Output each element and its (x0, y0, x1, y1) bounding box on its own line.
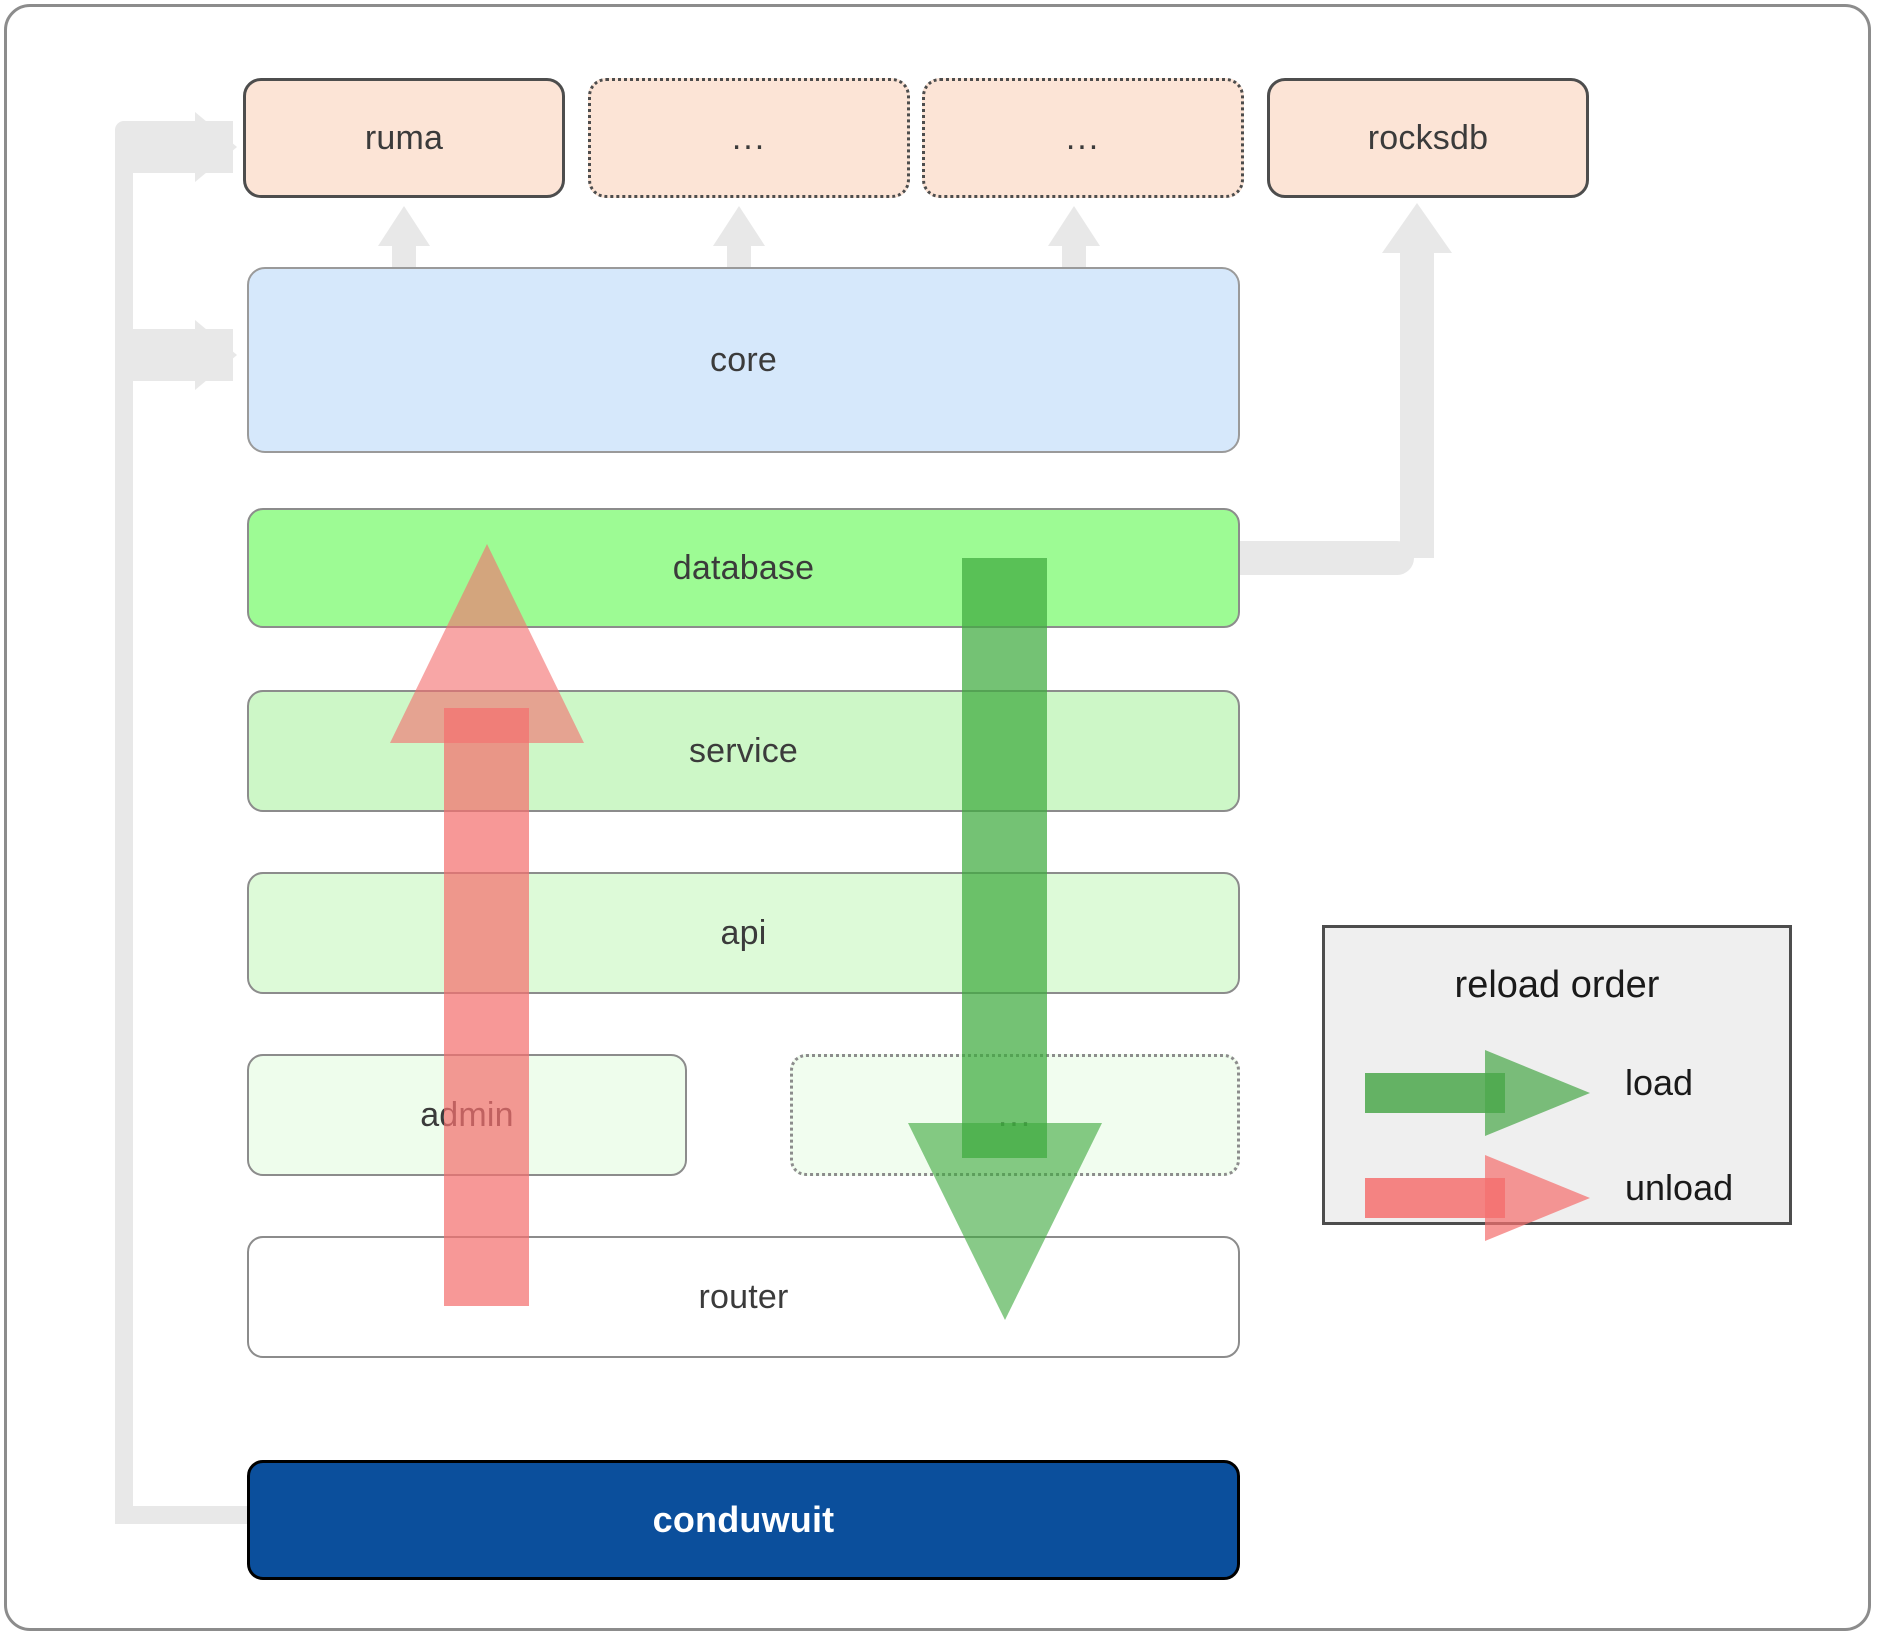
legend-row-load: load (1325, 1048, 1789, 1138)
node-dep-ellipsis-2-label: ... (1065, 118, 1101, 157)
node-dep-ellipsis-1-label: ... (731, 118, 767, 157)
node-service-label: service (688, 731, 799, 770)
node-database-label: database (672, 548, 815, 587)
node-ruma-label: ruma (364, 118, 444, 157)
load-legend-icon (1365, 1048, 1595, 1143)
load-arrow (900, 558, 1110, 1333)
connector-rocksdb-arrowhead (1382, 203, 1452, 253)
node-core-label: core (710, 340, 777, 379)
node-ruma[interactable]: ruma (243, 78, 565, 198)
legend-reload-order: reload order load unload (1322, 925, 1792, 1241)
legend-title: reload order (1454, 964, 1660, 1006)
unload-legend-icon (1365, 1153, 1595, 1248)
node-database[interactable]: database (247, 508, 1240, 628)
node-router[interactable]: router (247, 1236, 1240, 1358)
node-rocksdb[interactable]: rocksdb (1267, 78, 1589, 198)
legend-row-unload: unload (1325, 1153, 1789, 1243)
connector-rocksdb-horizontal (1232, 541, 1414, 575)
connector-trunk-vertical (115, 138, 133, 1524)
node-rocksdb-label: rocksdb (1367, 118, 1489, 157)
node-dep-ellipsis-2[interactable]: ... (922, 78, 1244, 198)
legend-label-load: load (1625, 1062, 1694, 1103)
node-router-label: router (698, 1277, 789, 1316)
dep-arrow-head-ruma (378, 206, 430, 246)
legend-label-unload: unload (1625, 1167, 1734, 1208)
node-conduwuit[interactable]: conduwuit (247, 1460, 1240, 1580)
node-core[interactable]: core (247, 267, 1240, 453)
node-api[interactable]: api (247, 872, 1240, 994)
node-api-label: api (720, 913, 767, 952)
node-conduwuit-label: conduwuit (652, 1499, 835, 1540)
unload-arrow (382, 538, 592, 1310)
node-dep-ellipsis-1[interactable]: ... (588, 78, 910, 198)
connector-ruma-arrowhead (195, 112, 237, 182)
connector-app-horizontal (115, 1506, 255, 1524)
connector-core-arrowhead (195, 320, 237, 390)
connector-rocksdb-vertical (1400, 248, 1434, 558)
dep-arrow-head-ellipsis-1 (713, 206, 765, 246)
dep-arrow-head-ellipsis-2 (1048, 206, 1100, 246)
